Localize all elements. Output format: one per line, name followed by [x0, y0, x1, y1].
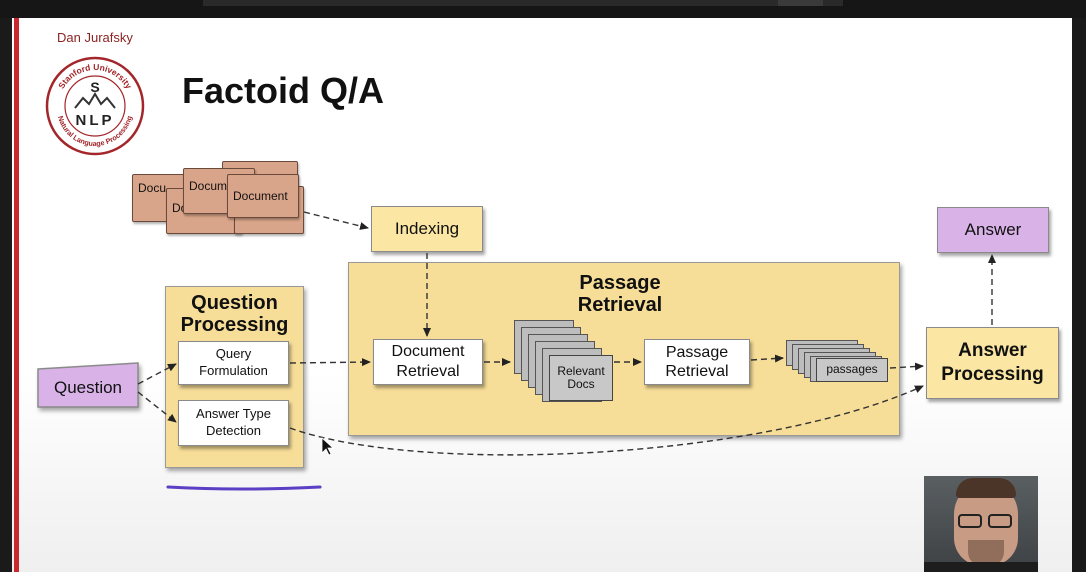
box-label-line: Document [391, 343, 465, 360]
question-box: Question [37, 362, 139, 408]
document-card: Document [227, 174, 299, 218]
presenter-glasses [958, 514, 982, 528]
passage-retrieval-title: Passage Retrieval [540, 272, 700, 317]
box-label-line: Docs [567, 377, 595, 391]
arrow-passage-retrieval-to-passages [750, 354, 784, 363]
arrow-query-to-document-retrieval [289, 358, 371, 367]
panel-title-line: Processing [180, 314, 289, 337]
answer-box: Answer [937, 207, 1049, 253]
indexing-box: Indexing [371, 206, 483, 252]
mouse-cursor-icon [321, 437, 335, 456]
logo-letters-nlp: NLP [76, 112, 115, 129]
question-processing-title: Question Processing [165, 292, 304, 337]
arrow-question-to-query-formulation [137, 363, 177, 385]
box-label-line: Formulation [199, 363, 268, 378]
box-label-line: Answer [958, 340, 1027, 362]
presenter-webcam [924, 476, 1038, 572]
relevant-docs-label: Relevant Docs [549, 355, 613, 401]
arrow-passages-to-answer-processing [889, 362, 924, 371]
passage-retrieval-box: Passage Retrieval [644, 339, 750, 385]
video-top-bar [0, 0, 1086, 18]
presenter-beard [968, 540, 1004, 566]
stanford-nlp-logo: Stanford University Natural Language Pro… [45, 56, 145, 156]
box-label-line: Retrieval [396, 363, 460, 380]
box-label-line: Detection [206, 423, 261, 438]
presenter-shirt [924, 562, 1038, 572]
passages-label: passages [816, 358, 888, 382]
document-retrieval-box: Document Retrieval [373, 339, 483, 385]
presenter-hair [956, 478, 1016, 498]
presenter-glasses [988, 514, 1012, 528]
logo-letter-s: S [90, 79, 99, 95]
slide-accent-bar [14, 18, 19, 572]
panel-title-line: Passage [579, 272, 661, 294]
query-formulation-box: Query Formulation [178, 341, 289, 385]
annotation-underline [166, 485, 322, 491]
video-progress-track[interactable] [203, 0, 843, 6]
video-progress-segment [778, 0, 823, 6]
slide-title: Factoid Q/A [182, 70, 385, 111]
panel-title-line: Question [191, 292, 278, 314]
panel-title-line: Retrieval [577, 294, 663, 317]
box-label-line: Processing [941, 364, 1044, 385]
box-label-line: Relevant [557, 363, 605, 378]
answer-processing-box: Answer Processing [926, 327, 1059, 399]
question-label: Question [53, 378, 123, 397]
box-label-line: Passage [665, 343, 729, 361]
answer-type-detection-box: Answer Type Detection [178, 400, 289, 446]
box-label-line: Answer Type [196, 406, 271, 422]
arrow-question-to-answer-type [137, 391, 177, 423]
box-label-line: Query [215, 346, 252, 362]
arrow-documents-to-indexing [303, 211, 369, 230]
arrow-answer-type-to-answer-processing [289, 385, 924, 456]
author-name: Dan Jurafsky [57, 30, 133, 45]
box-label-line: Retrieval [665, 363, 729, 380]
